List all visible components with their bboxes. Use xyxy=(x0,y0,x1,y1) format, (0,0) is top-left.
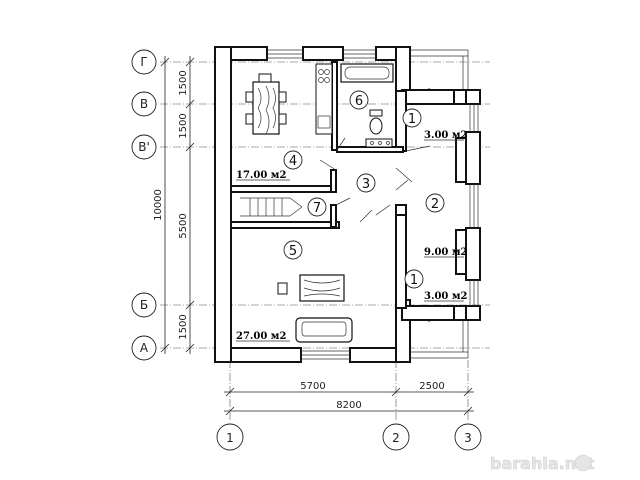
room-number-6: 6 xyxy=(355,94,363,109)
axis-label-3: 3 xyxy=(464,431,472,445)
toilet xyxy=(369,109,383,135)
watermark-text: barahla.net xyxy=(490,454,595,473)
kitchen-unit xyxy=(315,63,333,135)
axis-label-v-prime: В' xyxy=(138,140,150,154)
dim-left-span-4: 1500 xyxy=(178,314,189,339)
dim-left-span-1: 1500 xyxy=(178,70,189,95)
dim-left-span-2: 1500 xyxy=(178,113,189,138)
dim-bottom-span-2: 2500 xyxy=(419,381,444,392)
room-number-4: 4 xyxy=(289,154,297,169)
door-swings xyxy=(319,137,431,223)
bottom-window xyxy=(301,350,350,360)
axis-marker-v-prime: В' xyxy=(131,134,157,160)
axis-label-1: 1 xyxy=(226,431,234,445)
axis-marker-b: Б xyxy=(131,292,157,318)
left-dimensions: 1500 1500 5500 1500 10000 xyxy=(153,56,195,354)
dim-left-total: 10000 xyxy=(153,189,164,221)
right-block-windows xyxy=(469,104,479,306)
watermark: barahla.net xyxy=(490,454,596,474)
room-area-1-lower: 3.00 м2 xyxy=(424,291,468,302)
top-windows xyxy=(267,49,376,59)
outer-walls xyxy=(214,46,411,363)
column-axis-markers: 1 2 3 xyxy=(216,423,482,451)
sofa xyxy=(295,317,353,343)
room-number-3: 3 xyxy=(362,177,370,192)
axis-marker-2: 2 xyxy=(382,423,410,451)
room-number-2: 2 xyxy=(431,197,439,212)
axis-label-g: Г xyxy=(140,55,147,69)
room-number-1-lower: 1 xyxy=(410,273,418,288)
dining-table xyxy=(245,73,287,135)
sink xyxy=(365,138,393,148)
axis-marker-g: Г xyxy=(131,49,157,75)
room-area-4: 17.00 м2 xyxy=(236,170,286,181)
axis-label-2: 2 xyxy=(392,431,400,445)
axis-marker-v: В xyxy=(131,91,157,117)
room-areas: 3.00 м2 9.00 м2 17.00 м2 27.00 м2 3.00 м… xyxy=(236,130,468,342)
room-number-7: 7 xyxy=(313,201,321,216)
staircase xyxy=(240,197,303,217)
right-block-walls xyxy=(395,89,481,321)
axis-label-a: А xyxy=(140,341,149,355)
row-axis-markers: Г В В' Б А xyxy=(131,49,157,361)
room-area-1-upper: 3.00 м2 xyxy=(424,130,468,141)
axis-label-b: Б xyxy=(140,298,148,312)
dim-bottom-span-1: 5700 xyxy=(300,381,325,392)
axis-marker-1: 1 xyxy=(216,423,244,451)
living-table xyxy=(277,274,345,302)
bathtub xyxy=(340,63,394,83)
dim-bottom-total: 8200 xyxy=(336,400,361,411)
axis-label-v: В xyxy=(140,97,148,111)
room-area-5: 27.00 м2 xyxy=(236,331,286,342)
dim-left-span-3: 5500 xyxy=(178,213,189,238)
axis-marker-a: А xyxy=(131,335,157,361)
bottom-dimensions: 5700 2500 8200 xyxy=(224,381,474,416)
room-numbers: 1 2 3 4 5 6 7 1 xyxy=(283,90,445,289)
room-number-1-upper: 1 xyxy=(408,112,416,127)
axis-marker-3: 3 xyxy=(454,423,482,451)
room-number-5: 5 xyxy=(289,244,297,259)
room-area-2: 9.00 м2 xyxy=(424,247,468,258)
